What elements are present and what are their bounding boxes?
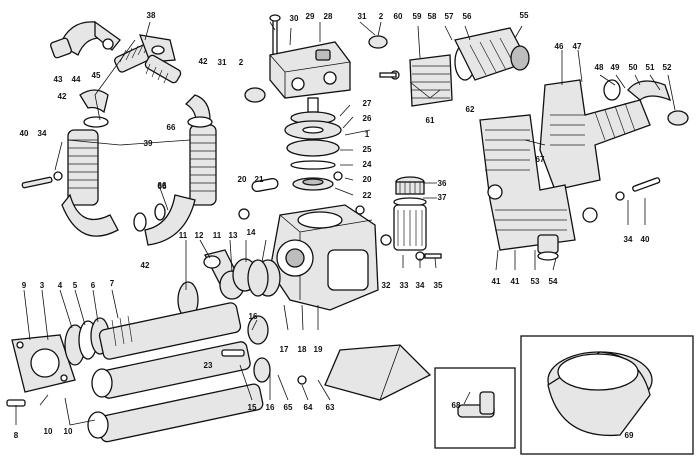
part-number-label: 49 xyxy=(610,63,620,72)
part-number-label: 69 xyxy=(624,431,634,440)
part-number-label: 18 xyxy=(297,345,307,354)
shafts-and-bearings xyxy=(6,302,271,443)
part-number-label: 34 xyxy=(37,129,47,138)
part-number-label: 60 xyxy=(393,12,403,21)
part-number-label: 4 xyxy=(57,281,63,290)
part-number-label: 42 xyxy=(198,57,208,66)
part-number-label: 62 xyxy=(465,105,475,114)
part-number-label: 64 xyxy=(303,403,313,412)
part-number-label: 3 xyxy=(39,281,45,290)
part-number-label: 31 xyxy=(217,58,227,67)
part-number-label: 33 xyxy=(399,281,409,290)
cylinder-head-group xyxy=(244,14,388,103)
part-number-label: 50 xyxy=(628,63,638,72)
pump-body xyxy=(255,204,379,311)
part-number-label: 20 xyxy=(237,175,247,184)
part-number-label: 34 xyxy=(415,281,425,290)
part-number-label: 67 xyxy=(535,155,545,164)
part-number-label: 8 xyxy=(13,431,19,440)
part-number-label: 59 xyxy=(412,12,422,21)
part-number-label: 52 xyxy=(662,63,672,72)
part-number-label: 51 xyxy=(645,63,655,72)
part-number-label: 58 xyxy=(427,12,437,21)
connecting-rods xyxy=(177,177,279,319)
part-number-label: 37 xyxy=(437,193,447,202)
part-number-label: 39 xyxy=(143,139,153,148)
valve-stack xyxy=(284,97,343,191)
part-number-label: 14 xyxy=(246,228,256,237)
part-number-label: 55 xyxy=(519,11,529,20)
part-number-label: 56 xyxy=(462,12,472,21)
part-number-label: 1 xyxy=(364,130,370,139)
inset-fitting xyxy=(434,367,516,449)
part-number-label: 66 xyxy=(157,181,167,190)
part-number-label: 43 xyxy=(53,75,63,84)
part-number-label: 44 xyxy=(71,75,81,84)
part-number-label: 42 xyxy=(57,92,67,101)
part-number-label: 38 xyxy=(146,11,156,20)
part-number-label: 32 xyxy=(381,281,391,290)
part-number-label: 45 xyxy=(91,71,101,80)
part-number-label: 30 xyxy=(289,14,299,23)
part-number-label: 21 xyxy=(254,175,264,184)
part-number-label: 12 xyxy=(194,231,204,240)
part-number-label: 66 xyxy=(157,182,167,191)
part-number-label: 29 xyxy=(305,12,315,21)
part-number-label: 31 xyxy=(357,12,367,21)
part-number-label: 47 xyxy=(572,42,582,51)
part-number-label: 26 xyxy=(362,114,372,123)
part-number-label: 22 xyxy=(362,191,372,200)
part-number-label: 9 xyxy=(21,281,27,290)
mounting-bracket xyxy=(297,344,432,401)
part-number-label: 23 xyxy=(203,361,213,370)
part-number-label: 68 xyxy=(451,401,461,410)
part-number-label: 11 xyxy=(178,231,188,240)
part-number-label: 61 xyxy=(425,116,435,125)
part-number-label: 42 xyxy=(140,261,150,270)
part-number-label: 25 xyxy=(362,145,372,154)
part-number-label: 11 xyxy=(212,231,222,240)
part-number-label: 63 xyxy=(325,403,335,412)
filter-assembly xyxy=(380,176,442,261)
part-number-label: 24 xyxy=(362,160,372,169)
part-number-label: 6 xyxy=(90,281,96,290)
part-number-label: 27 xyxy=(362,99,372,108)
part-number-label: 2 xyxy=(238,58,244,67)
part-number-label: 35 xyxy=(433,281,443,290)
part-number-label: 40 xyxy=(19,129,29,138)
part-number-label: 41 xyxy=(491,277,501,286)
part-number-label: 17 xyxy=(279,345,289,354)
part-number-label: 28 xyxy=(323,12,333,21)
part-number-label: 40 xyxy=(640,235,650,244)
part-number-label: 2 xyxy=(378,12,384,21)
inset-guard xyxy=(520,335,694,455)
head-covers xyxy=(379,27,530,107)
part-number-label: 7 xyxy=(109,279,115,288)
right-manifold xyxy=(479,79,689,261)
part-number-label: 41 xyxy=(510,277,520,286)
part-number-label: 65 xyxy=(283,403,293,412)
left-hose-assembly xyxy=(21,89,217,246)
part-number-label: 53 xyxy=(530,277,540,286)
part-number-label: 19 xyxy=(313,345,323,354)
part-number-label: 54 xyxy=(548,277,558,286)
part-number-label: 34 xyxy=(623,235,633,244)
leader-lines xyxy=(15,21,676,426)
part-number-label: 57 xyxy=(444,12,454,21)
part-number-label: 5 xyxy=(72,281,78,290)
part-number-label: 46 xyxy=(554,42,564,51)
part-number-label: 15 xyxy=(247,403,257,412)
part-number-label: 48 xyxy=(594,63,604,72)
upper-left-elbow-hoses xyxy=(50,20,182,84)
part-number-label: 20 xyxy=(362,175,372,184)
part-number-label: 13 xyxy=(228,231,238,240)
part-number-label: 10 xyxy=(43,427,53,436)
part-number-label: 66 xyxy=(166,123,176,132)
part-number-label: 36 xyxy=(437,179,447,188)
part-number-label: 16 xyxy=(265,403,275,412)
part-number-label: 10 xyxy=(63,427,73,436)
part-number-label: 16 xyxy=(248,312,258,321)
